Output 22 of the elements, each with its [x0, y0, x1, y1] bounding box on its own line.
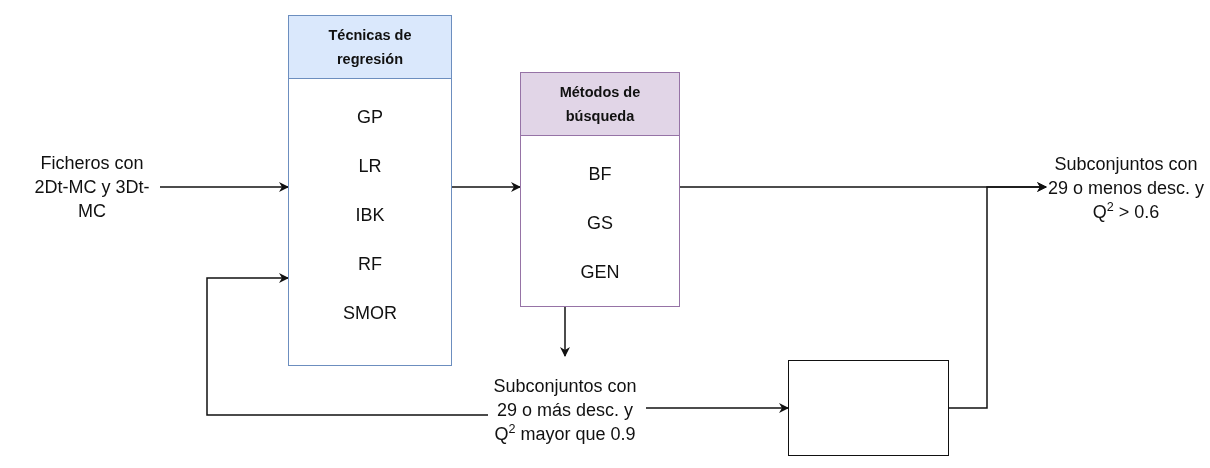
arrow	[560, 306, 570, 357]
text-label: Subconjuntos con 29 o menos desc. y Q$^{2}$ > 0.6	[1046, 130, 1206, 246]
list-box	[520, 72, 680, 307]
list-item: IBK	[355, 204, 385, 226]
list-box	[288, 15, 452, 366]
arrow	[451, 182, 521, 192]
arrow	[645, 403, 789, 413]
list-item: GS	[587, 212, 613, 234]
list-item: LR	[358, 155, 382, 177]
empty-box	[788, 360, 949, 456]
text-label: Ficheros con 2Dt-MC y 3Dt-MC	[22, 148, 162, 226]
arrow	[948, 182, 1047, 409]
box-header: Técnicas de regresión	[289, 16, 451, 79]
list-item: SMOR	[343, 302, 397, 324]
box-header: Métodos de búsqueda	[521, 73, 679, 136]
arrow	[159, 182, 289, 192]
text-label: Subconjuntos con 29 o más desc. y Q$^{2}$ mayor que 0.9	[486, 356, 644, 464]
list-item: RF	[358, 253, 382, 275]
list-item: GP	[357, 106, 383, 128]
arrow	[206, 273, 489, 416]
list-item: BF	[588, 163, 612, 185]
list-item: GEN	[580, 261, 620, 283]
